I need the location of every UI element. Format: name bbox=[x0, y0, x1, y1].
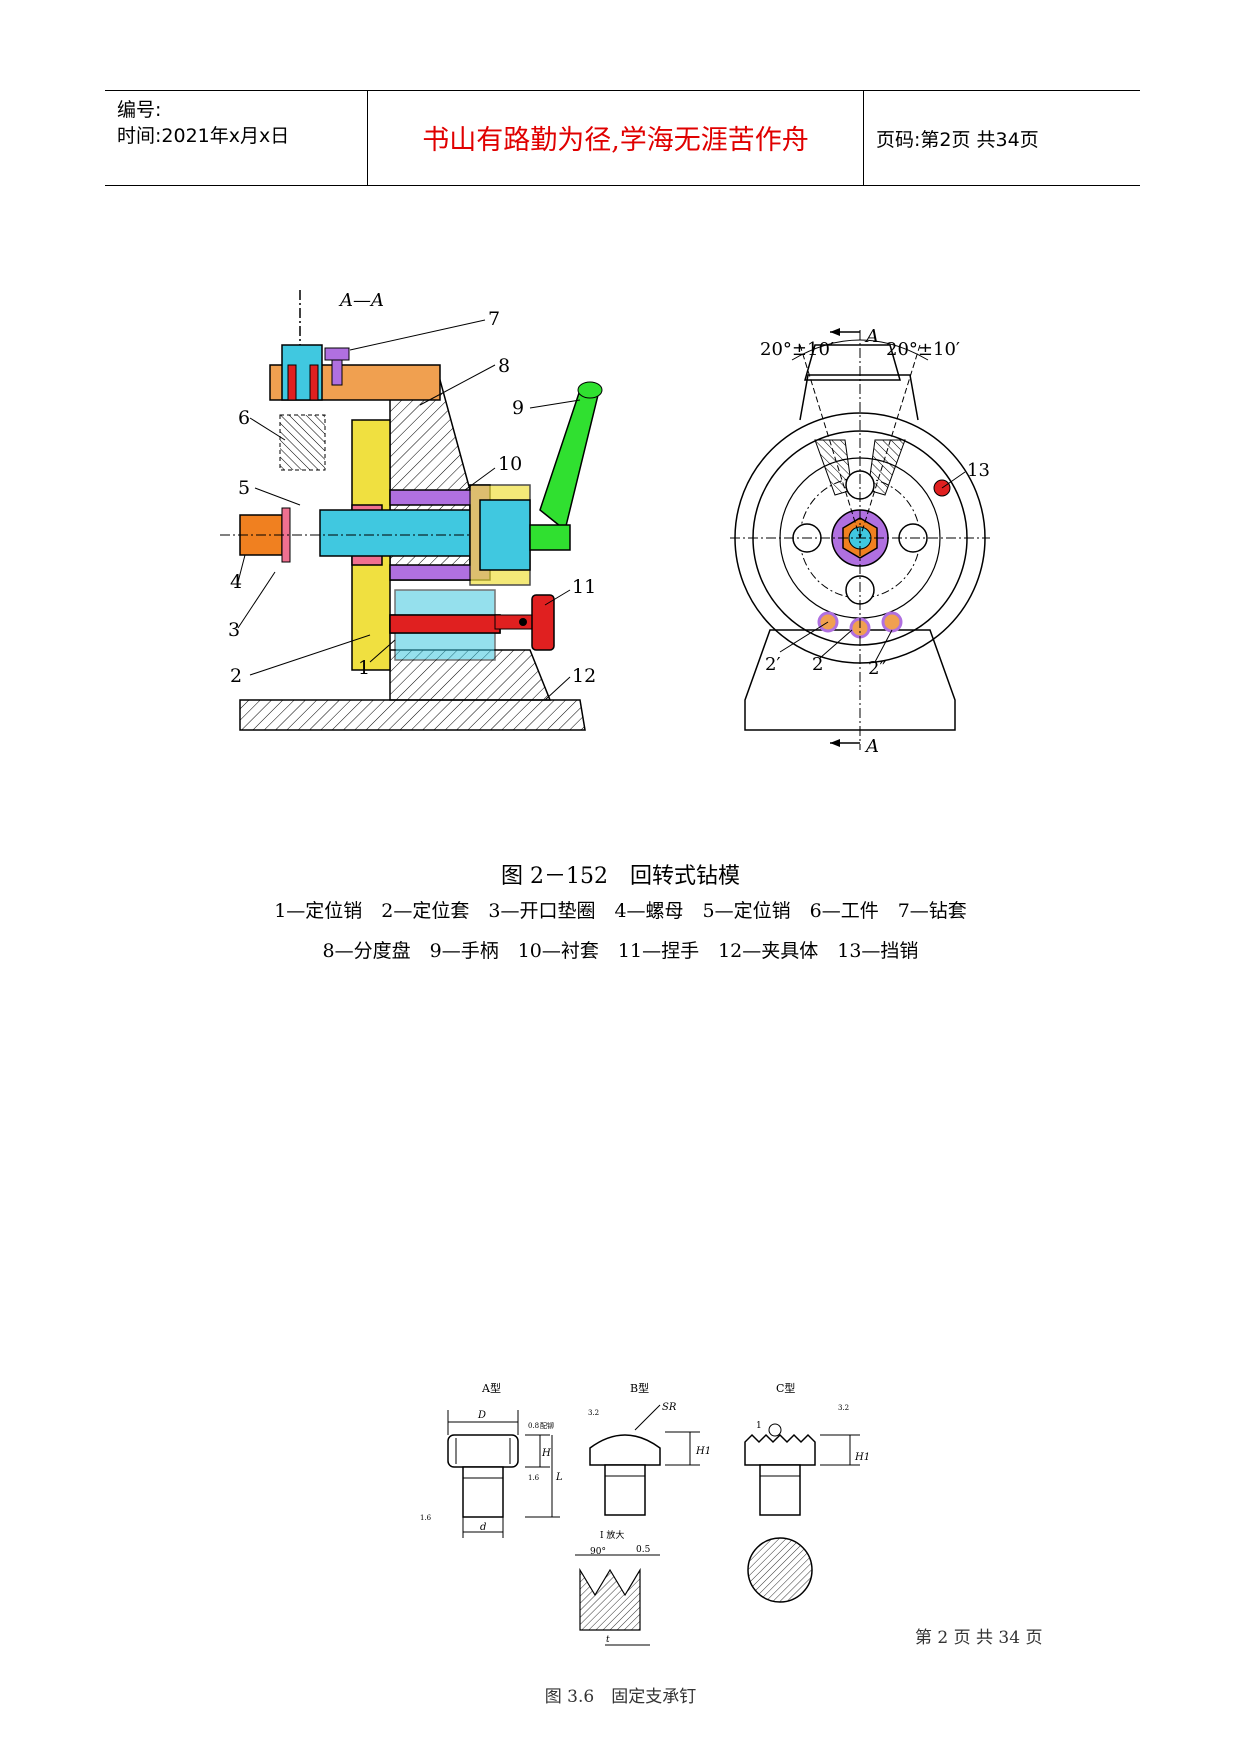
roughness-note: 配铆 bbox=[540, 1421, 554, 1430]
callout-10: 10 bbox=[498, 453, 522, 475]
dim-05: 0.5 bbox=[636, 1545, 651, 1555]
callout-12: 12 bbox=[572, 665, 596, 687]
callout-5: 5 bbox=[238, 477, 250, 499]
callout-2-center: 2 bbox=[812, 654, 823, 675]
section-view: A—A bbox=[220, 290, 603, 731]
roughness-16: 1.6 bbox=[528, 1474, 540, 1482]
type-a-label: A型 bbox=[481, 1381, 501, 1395]
number-label: 编号: bbox=[117, 99, 162, 121]
callout-2-prime: 2′ bbox=[765, 654, 781, 675]
roughness-32-c: 3.2 bbox=[838, 1404, 849, 1412]
roughness-16-side: 1.6 bbox=[420, 1514, 432, 1522]
motto-text: 书山有路勤为径,学海无涯苦作舟 bbox=[422, 125, 809, 156]
knurled-face bbox=[747, 1537, 813, 1603]
callout-2-double-prime: 2″ bbox=[868, 658, 886, 679]
roughness-08: 0.8 bbox=[528, 1422, 539, 1430]
dim-d-lower: d bbox=[480, 1522, 486, 1533]
callout-13: 13 bbox=[967, 460, 990, 481]
rotary-drill-jig-figure: A—A bbox=[220, 290, 990, 757]
angle-right-label: 20°±10′ bbox=[886, 339, 960, 360]
page-number-label: 页码:第2页 共34页 bbox=[876, 129, 1039, 151]
angle-left-label: 20°±10′ bbox=[760, 339, 834, 360]
handle bbox=[539, 389, 599, 532]
section-mark-bottom: A bbox=[864, 736, 879, 757]
jig-body-base bbox=[239, 699, 586, 731]
dim-sr: SR bbox=[662, 1402, 677, 1413]
main-shaft bbox=[319, 509, 491, 557]
figure1-legend-line1: 1—定位销 2—定位套 3—开口垫圈 4—螺母 5—定位销 6—工件 7—钻套 bbox=[274, 900, 967, 922]
section-mark-top: A bbox=[864, 326, 879, 347]
callout-4: 4 bbox=[230, 571, 242, 593]
roughness-32-b: 3.2 bbox=[588, 1409, 599, 1417]
page-header: 编号: 时间:2021年x月x日 书山有路勤为径,学海无涯苦作舟 页码:第2页 … bbox=[105, 90, 1140, 186]
dim-h: H bbox=[541, 1448, 551, 1459]
dim-d-upper: D bbox=[477, 1410, 486, 1421]
type-b-pin bbox=[589, 1404, 700, 1516]
callout-6: 6 bbox=[238, 407, 250, 429]
section-label: A—A bbox=[338, 290, 384, 311]
figure2-page-note: 第 2 页 共 34 页 bbox=[915, 1628, 1043, 1648]
figure1-caption: 图 2－152 回转式钻模 bbox=[501, 864, 740, 889]
callout-9: 9 bbox=[512, 397, 524, 419]
angle-90: 90° bbox=[590, 1547, 606, 1557]
figure1-legend-line2: 8—分度盘 9—手柄 10—衬套 11—捏手 12—夹具体 13—挡销 bbox=[322, 940, 919, 962]
callout-8: 8 bbox=[498, 355, 510, 377]
type-c-label: C型 bbox=[776, 1381, 795, 1395]
figure2-caption: 图 3.6 固定支承钉 bbox=[544, 1687, 697, 1707]
callout-1: 1 bbox=[358, 657, 370, 679]
detail-view bbox=[575, 1554, 660, 1646]
mark-1: 1 bbox=[756, 1421, 762, 1431]
dim-h1-b: H1 bbox=[695, 1446, 711, 1457]
callout-3: 3 bbox=[228, 619, 240, 641]
fixed-support-pin-figure: A型 B型 C型 D d H L H1 H1 SR 0.8 配铆 1.6 3.2… bbox=[420, 1381, 870, 1646]
knob bbox=[531, 594, 555, 651]
callout-11: 11 bbox=[572, 576, 596, 598]
dim-l: L bbox=[555, 1472, 563, 1483]
dim-t: t bbox=[606, 1635, 610, 1645]
dim-h1-c: H1 bbox=[854, 1452, 870, 1463]
type-c-pin bbox=[744, 1423, 860, 1603]
callout-2: 2 bbox=[230, 665, 242, 687]
header-page-cell: 页码:第2页 共34页 bbox=[864, 91, 1140, 185]
bushing-screw bbox=[324, 347, 350, 361]
type-a-pin bbox=[447, 1410, 560, 1538]
header-motto-cell: 书山有路勤为径,学海无涯苦作舟 bbox=[368, 91, 864, 185]
workpiece bbox=[279, 414, 326, 471]
detail-label: I 放大 bbox=[600, 1529, 624, 1541]
type-b-label: B型 bbox=[630, 1381, 649, 1395]
callout-7: 7 bbox=[488, 308, 500, 330]
front-view bbox=[730, 328, 990, 750]
time-label: 时间:2021年x月x日 bbox=[117, 125, 290, 147]
header-info-cell: 编号: 时间:2021年x月x日 bbox=[105, 91, 368, 185]
